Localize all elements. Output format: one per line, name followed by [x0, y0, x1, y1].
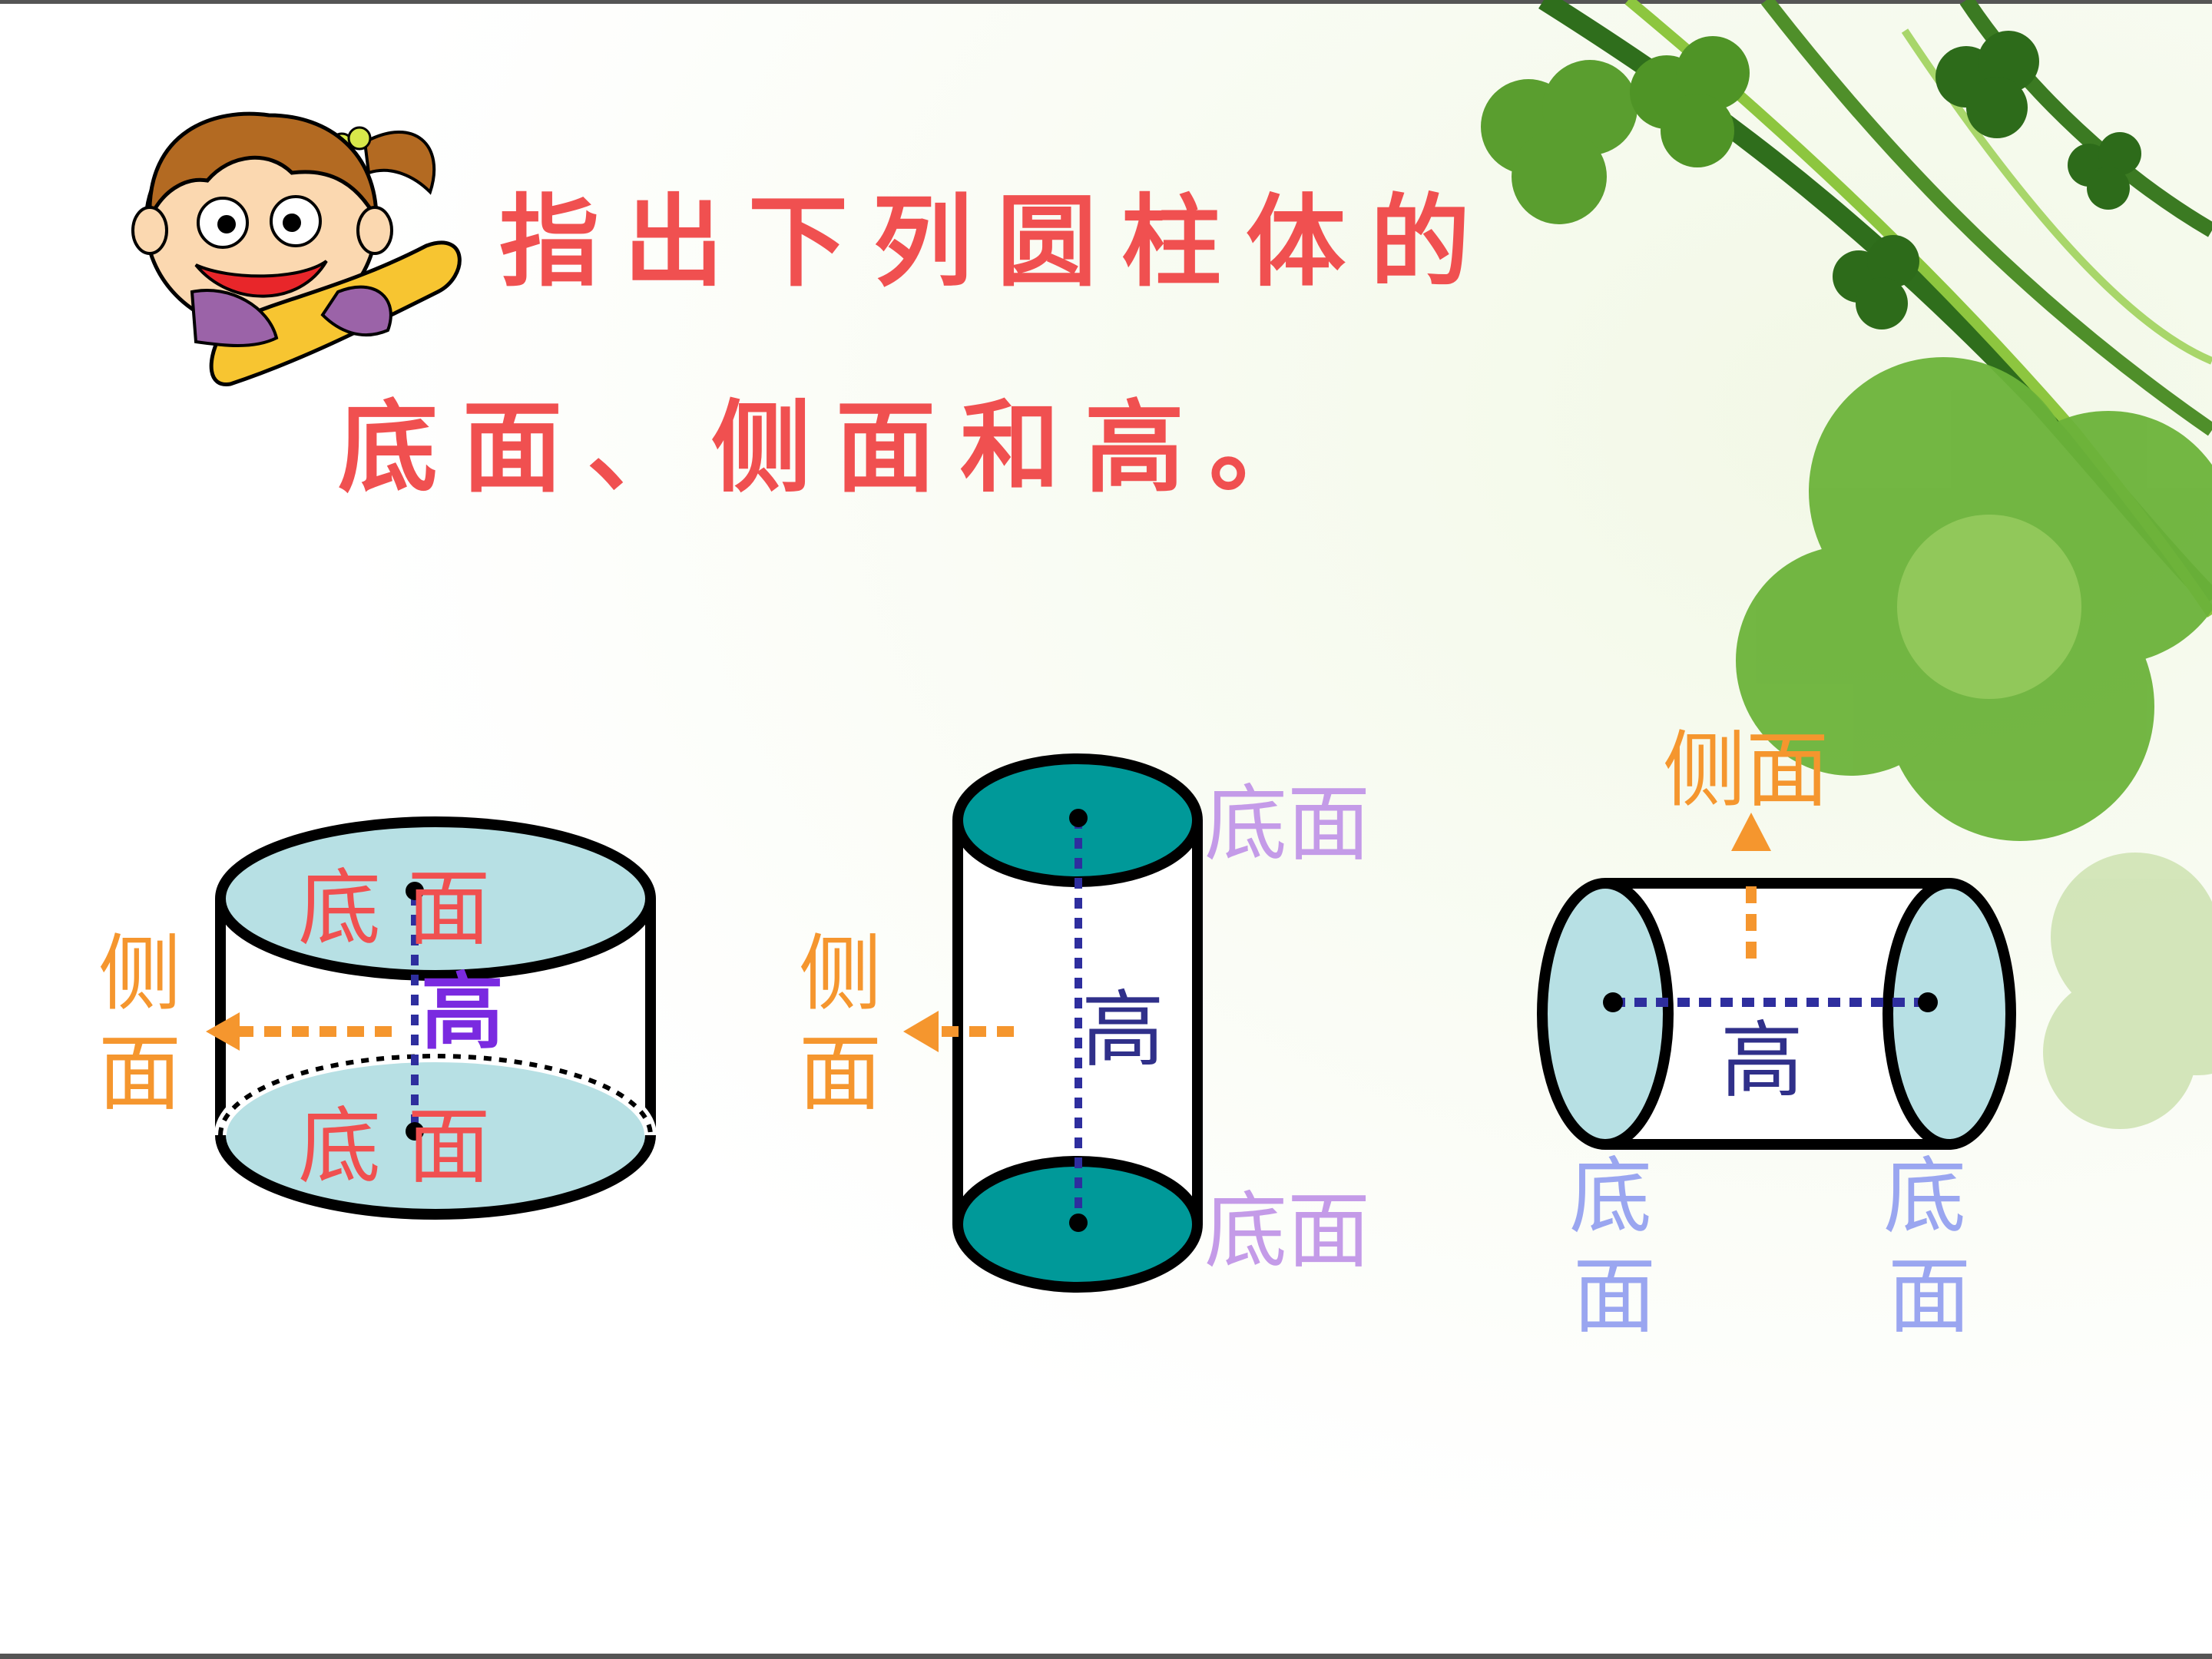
cylinder-tall: 高 底面 底面 侧 面 — [799, 753, 1370, 1293]
cylinder-lying: 高 侧面 底 面 底 面 — [1537, 723, 2016, 1345]
cylinder-lying-left-base-label-2: 面 — [1573, 1249, 1656, 1345]
cylinder-tall-side-label-2: 面 — [799, 1026, 882, 1122]
cylinder-short-side-label-1: 侧 — [98, 926, 181, 1022]
cylinder-lying-left-base — [1537, 878, 1674, 1150]
clover-small-3 — [1833, 31, 2141, 329]
clover-vine-decoration — [1481, 0, 2212, 1129]
side-arrow-icon — [903, 1011, 939, 1052]
side-arrow-icon — [1731, 813, 1771, 851]
cylinder-short-bottom-base-label: 底 面 — [298, 1099, 490, 1195]
cylinder-short: 底 面 底 面 高 侧 面 — [98, 816, 657, 1220]
cylinder-lying-left-base-label-1: 底 — [1569, 1149, 1652, 1245]
cylinder-lying-right-base — [1883, 878, 2016, 1150]
cylinder-tall-height-label: 高 — [1081, 982, 1164, 1078]
cylinder-short-top-base — [215, 816, 656, 981]
cylinder-lying-height-label: 高 — [1720, 1013, 1803, 1109]
cylinder-short-side-label-2: 面 — [98, 1026, 181, 1122]
cylinder-tall-side-label-1: 侧 — [799, 926, 882, 1022]
cylinder-lying-right-base-label-1: 底 — [1883, 1149, 1966, 1245]
cylinder-lying-right-base-label-2: 面 — [1888, 1249, 1971, 1345]
side-arrow-icon — [206, 1012, 240, 1051]
cylinder-short-top-base-label: 底 面 — [298, 861, 490, 957]
cylinder-tall-bottom-base-label: 底面 — [1204, 1184, 1370, 1280]
cylinder-tall-top-base-label: 底面 — [1204, 777, 1370, 873]
clover-faded — [2043, 853, 2212, 1129]
top-border — [0, 0, 2212, 4]
cylinder-lying-side-label: 侧面 — [1663, 723, 1829, 819]
title-line-1: 指出下列圆柱体的 — [499, 184, 1495, 300]
title-line-2: 底面、侧面和高。 — [338, 389, 1333, 506]
clover-small-2 — [1630, 36, 1750, 167]
girl-mascot — [131, 111, 462, 386]
cylinder-short-height-label: 高 — [421, 964, 504, 1061]
clover-small-1 — [1481, 60, 1637, 224]
bottom-border — [0, 1654, 2212, 1659]
clover-large — [1736, 357, 2212, 841]
